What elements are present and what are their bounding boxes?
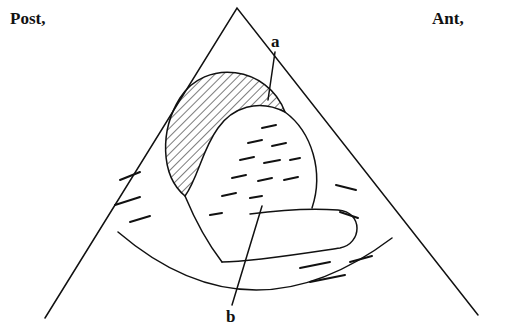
leader-line xyxy=(268,52,275,100)
orientation-label: Post, xyxy=(10,10,45,27)
echo-dashes xyxy=(115,125,372,282)
structure-b-edge xyxy=(285,112,317,208)
hatched-structure xyxy=(166,72,285,196)
part-letter: b xyxy=(226,308,235,325)
structure-b-edge xyxy=(185,196,222,262)
sector-arc xyxy=(118,232,392,290)
lobe-outline xyxy=(222,209,357,262)
sector-edge xyxy=(45,8,478,318)
leader-line xyxy=(232,206,262,305)
part-letter: a xyxy=(271,33,280,50)
orientation-label: Ant, xyxy=(432,10,464,27)
